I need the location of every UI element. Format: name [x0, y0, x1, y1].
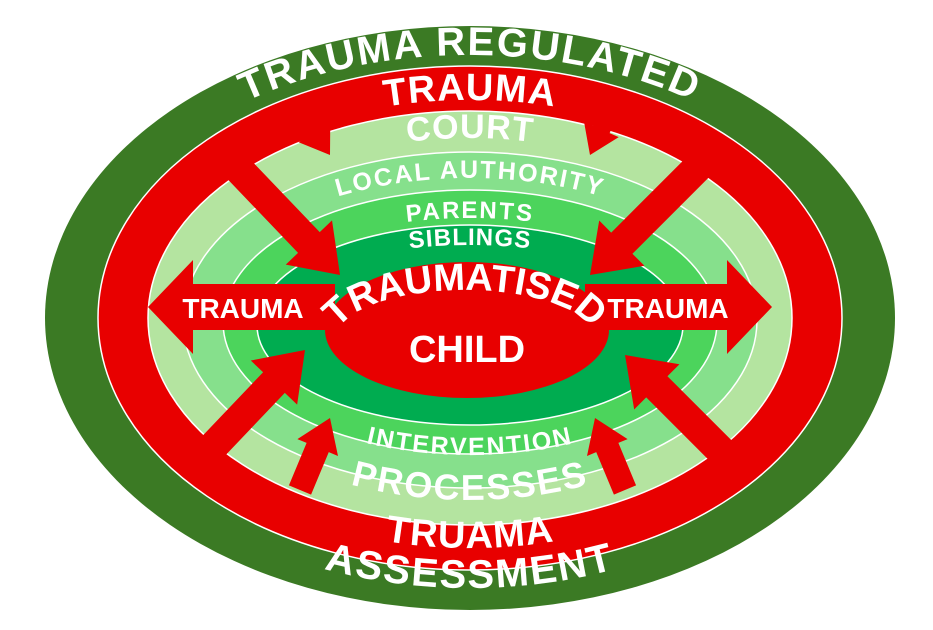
- arrow-top-left: [292, 105, 331, 155]
- arrow-bottom-right: [587, 418, 637, 495]
- arrow-right-trauma: [585, 260, 772, 354]
- label-right-arrow: TRAUMA: [607, 293, 728, 324]
- arrow-left-trauma: [148, 260, 335, 354]
- label-court: COURT: [404, 108, 536, 150]
- label-child: CHILD: [409, 329, 525, 371]
- label-red-bottom: TRUAMA: [384, 508, 556, 557]
- arrow-upper-right: [590, 149, 716, 275]
- label-parents: PARENTS: [404, 197, 535, 228]
- label-red-top: TRAUMA: [381, 67, 560, 116]
- label-siblings: SIBLINGS: [407, 224, 532, 254]
- trauma-arrows: [148, 105, 772, 495]
- arrow-bottom-left: [288, 418, 338, 495]
- arrow-top-right: [584, 106, 619, 155]
- child-center: [325, 262, 609, 398]
- arrow-lower-left: [194, 350, 305, 466]
- arrow-upper-left: [219, 149, 340, 275]
- label-left-arrow: TRAUMA: [182, 293, 303, 324]
- arrow-lower-right: [625, 355, 736, 466]
